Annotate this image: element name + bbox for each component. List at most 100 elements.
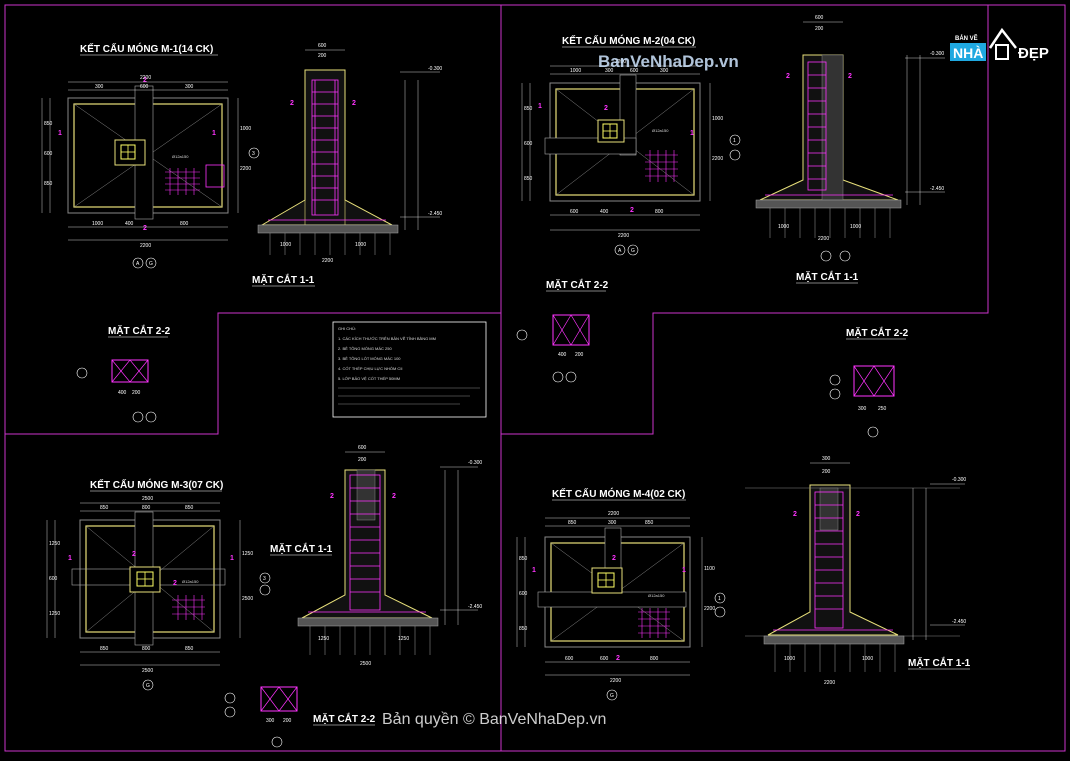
svg-text:800: 800 bbox=[650, 656, 659, 662]
m4-section-11-label: MẶT CẮT 1-1 bbox=[908, 656, 971, 669]
svg-text:300: 300 bbox=[858, 406, 867, 412]
m3-dims: 2500 850 800 850 850 800 850 2500 1250 6… bbox=[46, 496, 253, 674]
svg-text:2200: 2200 bbox=[818, 236, 829, 242]
svg-text:1000: 1000 bbox=[570, 68, 581, 74]
svg-text:1000: 1000 bbox=[240, 126, 251, 132]
note-line-1: 1. CÁC KÍCH THƯỚC TRÊN BẢN VẼ TÍNH BẰNG … bbox=[338, 336, 436, 341]
m2-plan: KẾT CẤU MÓNG M-2(04 CK) 1 1 2 2 Ø12a150 22… bbox=[521, 34, 741, 256]
svg-text:850: 850 bbox=[185, 646, 194, 652]
svg-text:850: 850 bbox=[519, 556, 528, 562]
svg-text:850: 850 bbox=[185, 505, 194, 511]
svg-text:200: 200 bbox=[283, 718, 292, 724]
svg-text:1: 1 bbox=[230, 555, 234, 562]
svg-text:1000: 1000 bbox=[355, 242, 366, 248]
svg-text:2200: 2200 bbox=[824, 680, 835, 686]
svg-text:-2.450: -2.450 bbox=[468, 604, 482, 610]
svg-text:600: 600 bbox=[49, 576, 58, 582]
svg-text:G: G bbox=[146, 683, 150, 689]
svg-text:2200: 2200 bbox=[140, 75, 151, 81]
house-roof-icon bbox=[988, 27, 1017, 49]
svg-text:600: 600 bbox=[565, 656, 574, 662]
svg-text:850: 850 bbox=[44, 181, 53, 187]
note-line-2: 2. BÊ TÔNG MÓNG MÁC 250 bbox=[338, 346, 392, 351]
svg-text:G: G bbox=[149, 261, 153, 267]
svg-text:1250: 1250 bbox=[49, 611, 60, 617]
svg-text:G: G bbox=[610, 693, 614, 699]
svg-text:850: 850 bbox=[100, 505, 109, 511]
m1-title: KẾT CẤU MÓNG M-1(14 CK) bbox=[80, 42, 213, 55]
svg-text:2: 2 bbox=[604, 105, 608, 112]
svg-text:Ø12a150: Ø12a150 bbox=[648, 593, 665, 598]
svg-text:300: 300 bbox=[608, 520, 617, 526]
svg-text:800: 800 bbox=[142, 646, 151, 652]
svg-text:2: 2 bbox=[143, 77, 147, 84]
logo-big-text: NHÀ bbox=[953, 45, 983, 61]
m3-section-11: MẶT CẮT 1-1 600 200 1250 1250 2500 bbox=[270, 445, 482, 667]
svg-text:1250: 1250 bbox=[242, 551, 253, 557]
m2-section-11-label: MẶT CẮT 1-1 bbox=[796, 270, 859, 283]
svg-text:-0.300: -0.300 bbox=[952, 477, 966, 483]
svg-text:2: 2 bbox=[290, 100, 294, 107]
svg-text:-0.300: -0.300 bbox=[428, 66, 442, 72]
svg-text:850: 850 bbox=[44, 121, 53, 127]
m4-title: KẾT CẤU MÓNG M-4(02 CK) bbox=[552, 487, 685, 500]
m3-section-22-label: MẶT CẮT 2-2 bbox=[313, 712, 376, 725]
svg-text:1: 1 bbox=[212, 130, 216, 137]
svg-text:1: 1 bbox=[58, 130, 62, 137]
svg-text:850: 850 bbox=[519, 626, 528, 632]
svg-text:3: 3 bbox=[263, 576, 266, 582]
svg-text:2: 2 bbox=[786, 73, 790, 80]
svg-text:400: 400 bbox=[125, 221, 134, 227]
svg-text:300: 300 bbox=[605, 68, 614, 74]
m4-dims: 2200 850 300 850 600 600 800 2200 850 60… bbox=[516, 511, 715, 684]
svg-text:2: 2 bbox=[132, 551, 136, 558]
svg-text:Ø12a150: Ø12a150 bbox=[652, 128, 669, 133]
svg-text:600: 600 bbox=[44, 151, 53, 157]
svg-text:2: 2 bbox=[392, 493, 396, 500]
svg-text:A: A bbox=[136, 261, 140, 267]
svg-text:2200: 2200 bbox=[712, 156, 723, 162]
svg-text:2500: 2500 bbox=[142, 668, 153, 674]
house-body-icon bbox=[995, 44, 1009, 60]
svg-text:1: 1 bbox=[682, 567, 686, 574]
svg-text:1000: 1000 bbox=[862, 656, 873, 662]
m2-title: KẾT CẤU MÓNG M-2(04 CK) bbox=[562, 34, 695, 47]
svg-text:850: 850 bbox=[524, 176, 533, 182]
m2-section-22b-label: MẶT CẮT 2-2 bbox=[846, 326, 909, 339]
svg-text:200: 200 bbox=[575, 352, 584, 358]
logo-right-text: ĐẸP bbox=[1018, 45, 1049, 62]
svg-text:G: G bbox=[631, 248, 635, 254]
svg-text:1000: 1000 bbox=[280, 242, 291, 248]
svg-text:1: 1 bbox=[538, 103, 542, 110]
svg-text:850: 850 bbox=[645, 520, 654, 526]
svg-text:1: 1 bbox=[718, 596, 721, 602]
note-line-3: 3. BÊ TÔNG LÓT MÓNG MÁC 100 bbox=[338, 356, 401, 361]
svg-text:200: 200 bbox=[358, 457, 367, 463]
svg-text:1000: 1000 bbox=[92, 221, 103, 227]
svg-text:1: 1 bbox=[733, 138, 736, 144]
divider-left bbox=[5, 312, 501, 435]
svg-text:600: 600 bbox=[318, 43, 327, 49]
svg-text:600: 600 bbox=[600, 656, 609, 662]
svg-text:2200: 2200 bbox=[240, 166, 251, 172]
svg-text:2200: 2200 bbox=[704, 606, 715, 612]
svg-text:2: 2 bbox=[630, 207, 634, 214]
note-line-5: 5. LỚP BẢO VỆ CỐT THÉP 50MM bbox=[338, 376, 400, 381]
svg-text:600: 600 bbox=[140, 84, 149, 90]
logo-badge bbox=[950, 43, 986, 61]
divider-right bbox=[501, 5, 989, 435]
svg-text:800: 800 bbox=[655, 209, 664, 215]
svg-text:600: 600 bbox=[815, 15, 824, 21]
svg-text:2200: 2200 bbox=[615, 59, 626, 65]
